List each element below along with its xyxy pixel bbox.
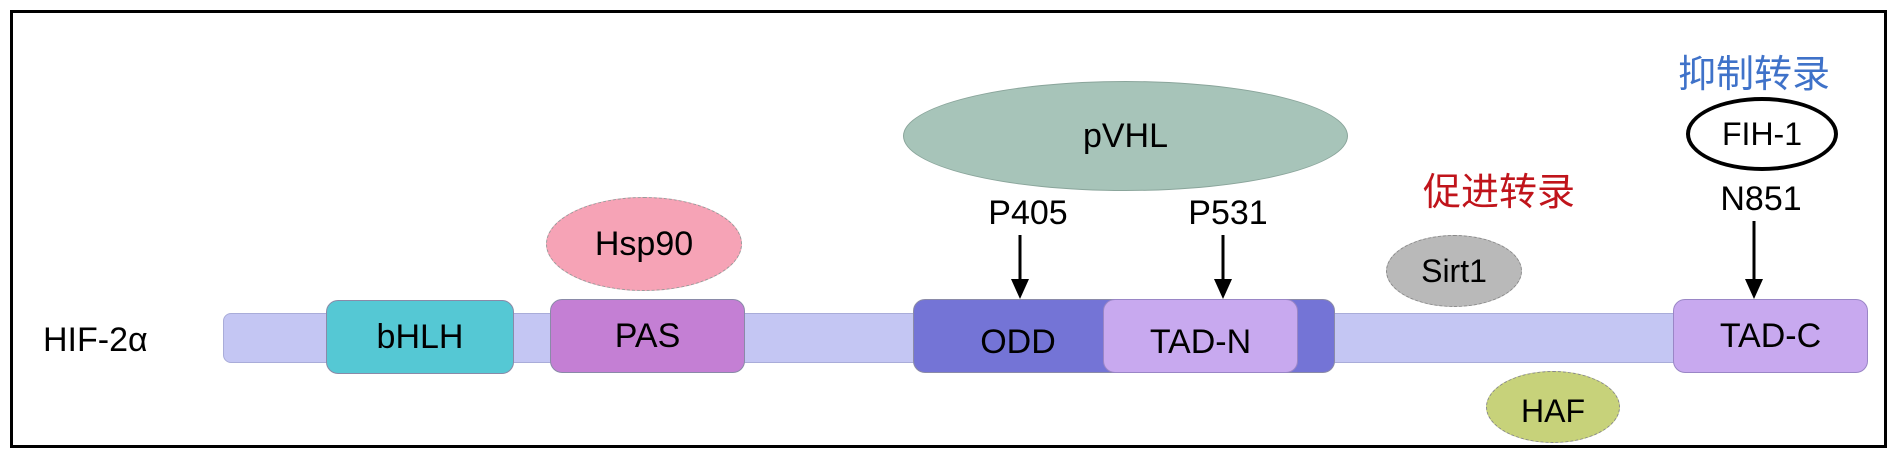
domain-tad-n	[1103, 299, 1298, 373]
hsp90-label: Hsp90	[594, 224, 694, 263]
sirt1-ellipse	[1386, 235, 1522, 307]
site-p405-label: P405	[988, 193, 1068, 232]
protein-name-label: HIF-2α	[43, 320, 148, 359]
hsp90-ellipse	[546, 197, 742, 291]
domain-bhlh	[326, 300, 514, 374]
sirt1-label: Sirt1	[1421, 252, 1487, 289]
inhibit-transcription-label: 抑制转录	[1678, 52, 1831, 96]
domain-pas-label: PAS	[614, 316, 681, 355]
haf-ellipse	[1486, 371, 1620, 443]
domain-tad-c	[1673, 299, 1868, 373]
domain-tad-c-label: TAD-C	[1719, 316, 1822, 355]
promote-transcription-label: 促进转录	[1423, 170, 1576, 214]
domain-pas	[550, 299, 745, 373]
domain-tad-n-label: TAD-N	[1149, 322, 1252, 361]
domain-odd-label: ODD	[980, 322, 1056, 361]
haf-label: HAF	[1521, 392, 1585, 429]
diagram-frame: HIF-2α bHLH PAS ODD TAD-N TAD-C Hsp90 pV…	[10, 10, 1887, 448]
pvhl-ellipse	[903, 81, 1348, 191]
fih1-ellipse	[1686, 97, 1838, 171]
arrowhead-n851	[1745, 279, 1763, 299]
pvhl-label: pVHL	[1082, 116, 1169, 155]
arrowhead-p531	[1214, 279, 1232, 299]
fih1-label: FIH-1	[1722, 115, 1802, 152]
arrowhead-p405	[1011, 279, 1029, 299]
site-n851-label: N851	[1720, 179, 1802, 218]
site-arrows	[1011, 221, 1763, 299]
domain-bhlh-label: bHLH	[376, 317, 464, 356]
site-p531-label: P531	[1188, 193, 1268, 232]
